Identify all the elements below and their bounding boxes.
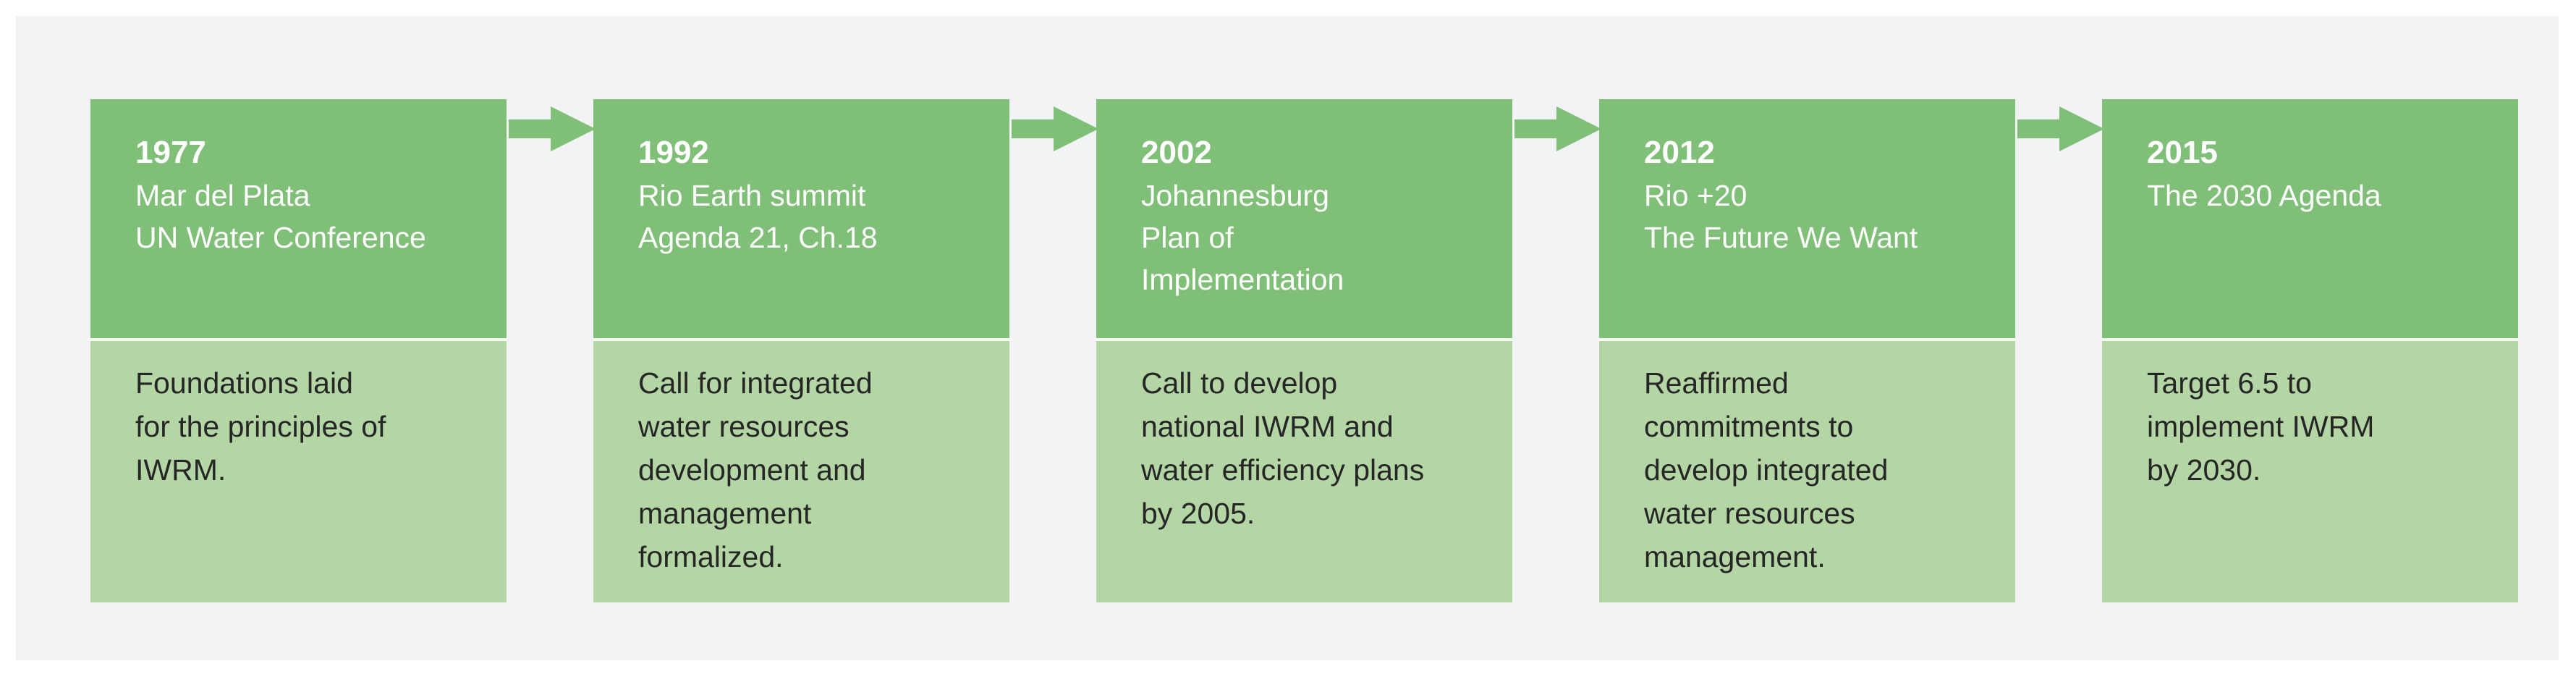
card-description: Reaffirmed commitments to develop integr… bbox=[1644, 366, 1889, 573]
card-year: 2015 bbox=[2147, 135, 2218, 170]
arrow-right-icon bbox=[1514, 106, 1601, 151]
timeline-card-2012: 2012 Rio +20 The Future We Want Reaffirm… bbox=[1599, 99, 2015, 602]
timeline-card-1977: 1977 Mar del Plata UN Water Conference F… bbox=[90, 99, 507, 602]
timeline-card-1992: 1992 Rio Earth summit Agenda 21, Ch.18 C… bbox=[593, 99, 1009, 602]
card-header: 2015 The 2030 Agenda bbox=[2102, 99, 2518, 338]
card-body: Foundations laid for the principles of I… bbox=[90, 338, 507, 602]
timeline-panel: 1977 Mar del Plata UN Water Conference F… bbox=[16, 16, 2559, 660]
card-year: 1977 bbox=[135, 135, 206, 170]
arrow-right-icon bbox=[1012, 106, 1098, 151]
card-description: Target 6.5 to implement IWRM by 2030. bbox=[2147, 366, 2375, 487]
timeline-card-2002: 2002 Johannesburg Plan of Implementation… bbox=[1096, 99, 1512, 602]
arrow-right-icon bbox=[2017, 106, 2104, 151]
card-year: 1992 bbox=[638, 135, 709, 170]
card-body: Target 6.5 to implement IWRM by 2030. bbox=[2102, 338, 2518, 602]
timeline-card-2015: 2015 The 2030 Agenda Target 6.5 to imple… bbox=[2102, 99, 2518, 602]
card-title: Rio Earth summit Agenda 21, Ch.18 bbox=[638, 179, 878, 254]
card-title: Johannesburg Plan of Implementation bbox=[1141, 179, 1344, 296]
card-header: 1992 Rio Earth summit Agenda 21, Ch.18 bbox=[593, 99, 1009, 338]
card-title: Rio +20 The Future We Want bbox=[1644, 179, 1918, 254]
card-body: Reaffirmed commitments to develop integr… bbox=[1599, 338, 2015, 602]
card-header: 2002 Johannesburg Plan of Implementation bbox=[1096, 99, 1512, 338]
card-year: 2012 bbox=[1644, 135, 1715, 170]
arrow-right-icon bbox=[509, 106, 596, 151]
card-body: Call for integrated water resources deve… bbox=[593, 338, 1009, 602]
card-title: Mar del Plata UN Water Conference bbox=[135, 179, 426, 254]
card-year: 2002 bbox=[1141, 135, 1212, 170]
card-header: 2012 Rio +20 The Future We Want bbox=[1599, 99, 2015, 338]
card-description: Call to develop national IWRM and water … bbox=[1141, 366, 1425, 530]
card-title: The 2030 Agenda bbox=[2147, 179, 2381, 212]
card-header: 1977 Mar del Plata UN Water Conference bbox=[90, 99, 507, 338]
card-description: Call for integrated water resources deve… bbox=[638, 366, 873, 573]
card-body: Call to develop national IWRM and water … bbox=[1096, 338, 1512, 602]
card-description: Foundations laid for the principles of I… bbox=[135, 366, 386, 487]
